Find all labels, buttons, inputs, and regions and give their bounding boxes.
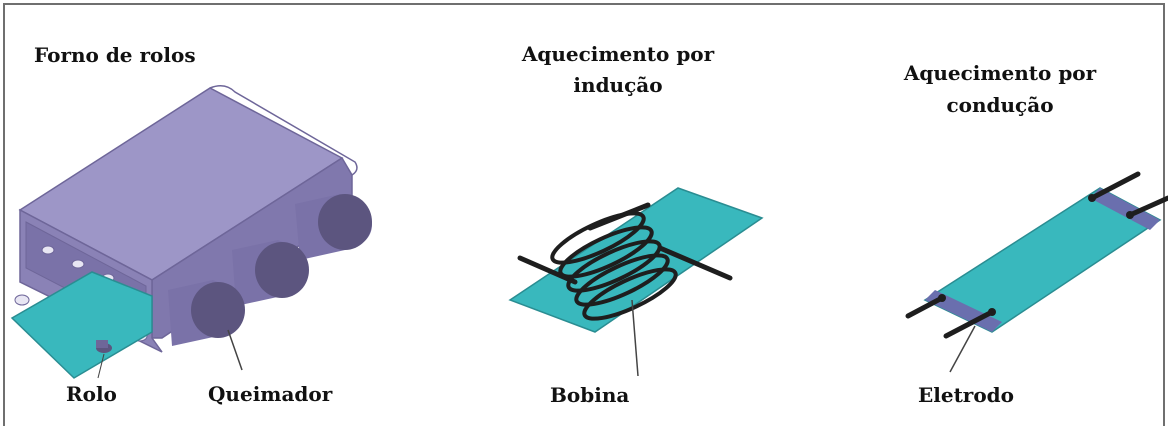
burner-leader xyxy=(227,329,243,371)
coil xyxy=(550,211,678,321)
burner-3 xyxy=(168,280,245,346)
induction-illustration xyxy=(508,187,764,377)
burner-2 xyxy=(232,240,309,306)
induction-title-line2: indução xyxy=(573,73,663,97)
coil-label: Bobina xyxy=(550,383,630,407)
electrode-rods xyxy=(905,171,1168,339)
roller-label: Rolo xyxy=(66,382,117,406)
conduction-title-line2: condução xyxy=(946,93,1054,117)
furnace-sheet xyxy=(10,271,153,379)
burner-1 xyxy=(295,194,372,260)
roller-leader xyxy=(97,353,105,379)
figure-frame xyxy=(3,3,1165,426)
electrode-pad-top xyxy=(1090,188,1160,230)
electrode-label: Eletrodo xyxy=(918,383,1015,407)
induction-title-line1: Aquecimento por xyxy=(521,42,715,66)
conduction-title-line1: Aquecimento por xyxy=(903,61,1097,85)
electrode-leader xyxy=(949,325,976,373)
burner-label: Queimador xyxy=(208,382,333,406)
roller-furnace-illustration xyxy=(10,85,372,379)
conduction-illustration xyxy=(905,171,1168,373)
roller-mark xyxy=(96,340,112,353)
roller-furnace-title: Forno de rolos xyxy=(34,43,196,67)
coil-leader xyxy=(631,299,639,377)
